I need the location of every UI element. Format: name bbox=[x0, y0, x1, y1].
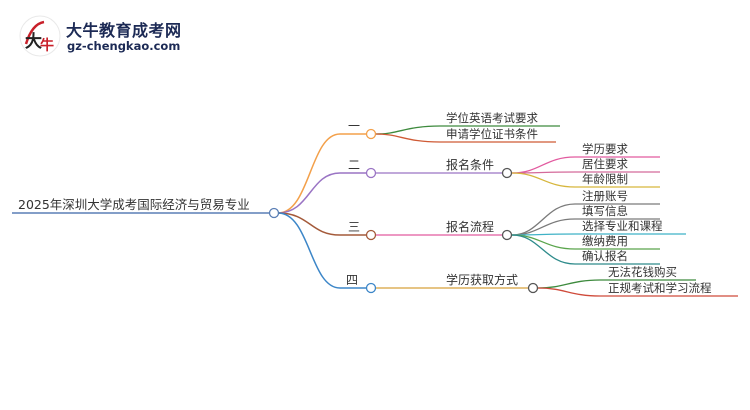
branch-3-index: 三 bbox=[348, 220, 360, 234]
branch-4-index: 四 bbox=[346, 273, 358, 287]
root-label: 2025年深圳大学成考国际经济与贸易专业 bbox=[18, 197, 250, 212]
root-connector bbox=[268, 207, 280, 219]
leaf-1-2: 申请学位证书条件 bbox=[446, 127, 538, 141]
branch-4-sub-connector bbox=[527, 282, 539, 294]
branch-3-connector bbox=[365, 229, 377, 241]
leaf-4-2: 正规考试和学习流程 bbox=[608, 281, 712, 295]
branch-3-label: 报名流程 bbox=[446, 219, 494, 234]
branch-3: 三 报名流程 注册账号 填写信息 选择专业和课程 缴纳费用 确认报名 bbox=[277, 189, 686, 265]
leaf-3-3: 选择专业和课程 bbox=[582, 219, 663, 233]
branch-4: 四 学历获取方式 无法花钱购买 正规考试和学习流程 bbox=[277, 212, 738, 297]
branch-1-index: 一 bbox=[348, 119, 360, 133]
leaf-2-3: 年龄限制 bbox=[582, 172, 628, 186]
logo-name: 大牛教育成考网 bbox=[66, 21, 182, 40]
leaf-3-1: 注册账号 bbox=[582, 189, 628, 203]
logo-mark-icon: 大 牛 bbox=[19, 15, 61, 57]
branch-3-sub-connector bbox=[501, 229, 513, 241]
branch-2-index: 二 bbox=[348, 158, 360, 172]
branch-2: 二 报名条件 学历要求 居住要求 年龄限制 bbox=[277, 142, 660, 214]
branch-4-connector bbox=[365, 282, 377, 294]
leaf-3-4: 缴纳费用 bbox=[582, 234, 628, 248]
site-logo: 大 牛 大牛教育成考网 gz-chengkao.com bbox=[18, 14, 218, 62]
logo-url: gz-chengkao.com bbox=[67, 39, 181, 53]
branch-1-connector bbox=[365, 128, 377, 140]
leaf-1-1: 学位英语考试要求 bbox=[446, 111, 538, 125]
svg-text:牛: 牛 bbox=[40, 37, 54, 54]
branch-2-connector bbox=[365, 167, 377, 179]
branch-2-label: 报名条件 bbox=[446, 157, 494, 172]
leaf-3-5: 确认报名 bbox=[582, 249, 628, 263]
leaf-4-1: 无法花钱购买 bbox=[608, 265, 677, 279]
svg-text:大: 大 bbox=[25, 31, 42, 52]
branch-1: 一 学位英语考试要求 申请学位证书条件 bbox=[277, 111, 560, 214]
leaf-2-2: 居住要求 bbox=[582, 157, 628, 171]
branch-4-label: 学历获取方式 bbox=[446, 272, 518, 287]
branch-2-sub-connector bbox=[501, 167, 513, 179]
root-node: 2025年深圳大学成考国际经济与贸易专业 bbox=[12, 197, 280, 219]
leaf-3-2: 填写信息 bbox=[582, 204, 628, 218]
leaf-2-1: 学历要求 bbox=[582, 142, 628, 156]
